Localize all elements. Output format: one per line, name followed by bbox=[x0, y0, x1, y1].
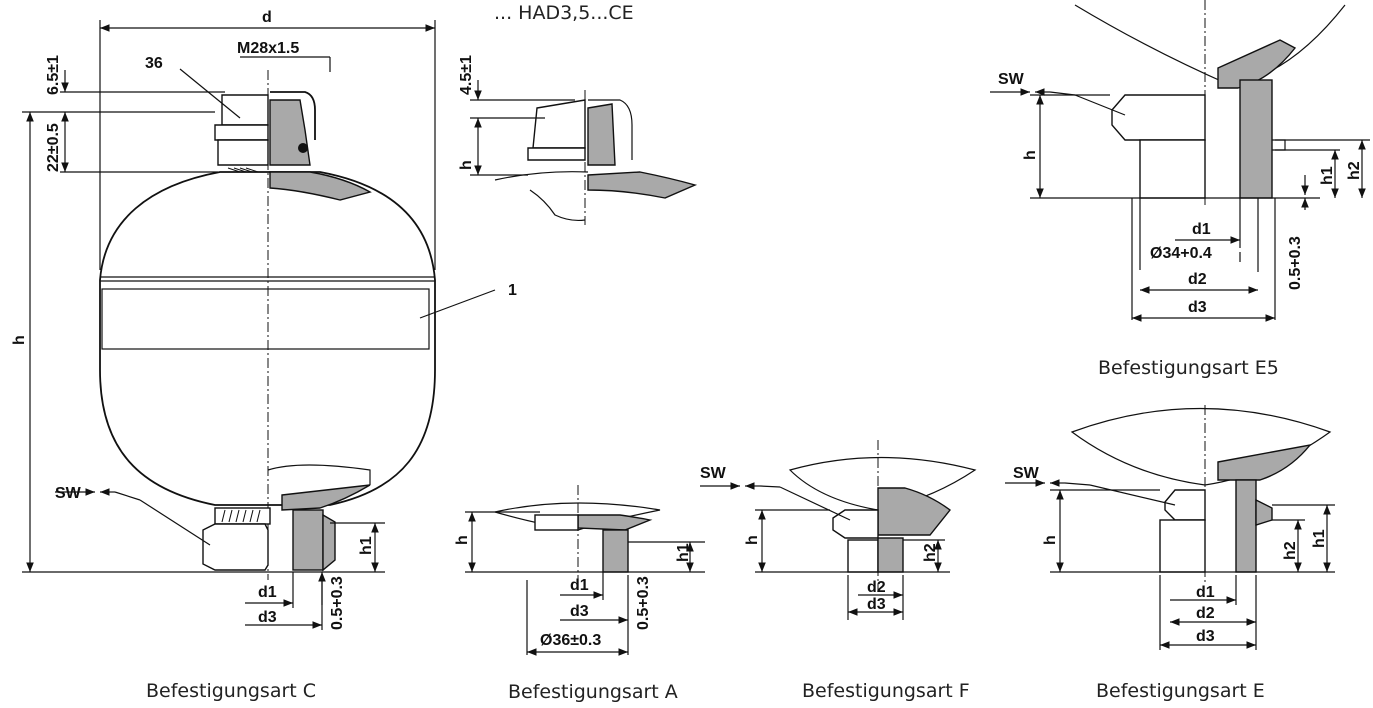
caption-e5: Befestigungsart E5 bbox=[1098, 357, 1279, 379]
detail-a bbox=[465, 485, 705, 656]
dim-d1-e: d1 bbox=[1196, 584, 1215, 601]
dim-d3-e5: d3 bbox=[1188, 299, 1207, 316]
dim-sw-f: SW bbox=[700, 465, 727, 482]
caption-e: Befestigungsart E bbox=[1096, 680, 1265, 702]
dim-d2-e: d2 bbox=[1196, 605, 1215, 622]
dim-thread: M28x1.5 bbox=[237, 40, 299, 57]
dim-t05-c: 0.5+0.3 bbox=[329, 576, 346, 630]
dim-t22: 22±0.5 bbox=[45, 123, 62, 172]
item-label: 1 bbox=[508, 282, 517, 299]
dim-size36: 36 bbox=[145, 55, 163, 72]
dim-d3-f: d3 bbox=[867, 596, 886, 613]
caption-a: Befestigungsart A bbox=[508, 681, 678, 703]
dim-h2-f: h2 bbox=[922, 543, 939, 562]
dim-t05-e5: 0.5+0.3 bbox=[1287, 236, 1304, 290]
dim-d1-e5: d1 bbox=[1192, 221, 1211, 238]
dim-d3-a: d3 bbox=[570, 603, 589, 620]
dim-h-c: h bbox=[11, 335, 28, 345]
header-title: ... HAD3,5...CE bbox=[494, 2, 634, 24]
dim-sw-e: SW bbox=[1013, 465, 1040, 482]
dim-h-f: h bbox=[744, 535, 761, 545]
caption-c: Befestigungsart C bbox=[146, 680, 316, 702]
dim-h-had: h bbox=[458, 160, 475, 170]
dim-h1-a: h1 bbox=[675, 543, 692, 562]
dim-t05-a: 0.5+0.3 bbox=[635, 576, 652, 630]
dim-dia36: Ø36±0.3 bbox=[540, 632, 601, 649]
detail-e5 bbox=[990, 0, 1370, 322]
label-plate bbox=[101, 288, 430, 350]
dim-t45: 4.5±1 bbox=[458, 55, 475, 95]
dim-dia34: Ø34+0.4 bbox=[1150, 245, 1212, 262]
dim-h-a: h bbox=[454, 535, 471, 545]
dim-d3-e: d3 bbox=[1196, 628, 1215, 645]
main-accumulator bbox=[22, 20, 496, 630]
dim-h-e: h bbox=[1042, 535, 1059, 545]
dim-d2-e5: d2 bbox=[1188, 271, 1207, 288]
dim-h2-e: h2 bbox=[1282, 541, 1299, 560]
dim-d: d bbox=[262, 9, 272, 26]
detail-f bbox=[700, 440, 977, 620]
dim-sw-e5: SW bbox=[998, 71, 1025, 88]
dim-d3-c: d3 bbox=[258, 609, 277, 626]
detail-had35 bbox=[470, 80, 698, 225]
dim-h1-c: h1 bbox=[358, 536, 375, 555]
caption-f: Befestigungsart F bbox=[802, 680, 970, 702]
dim-h2-e5: h2 bbox=[1346, 161, 1363, 180]
dim-h1-e: h1 bbox=[1311, 529, 1328, 548]
dim-h-e5: h bbox=[1022, 150, 1039, 160]
detail-e bbox=[1005, 405, 1335, 650]
dim-d1-c: d1 bbox=[258, 584, 277, 601]
dim-d1-a: d1 bbox=[570, 577, 589, 594]
dim-t65: 6.5±1 bbox=[45, 55, 62, 95]
dim-d2-f: d2 bbox=[867, 579, 886, 596]
dim-sw-c: SW bbox=[55, 485, 82, 502]
dim-h1-e5: h1 bbox=[1319, 166, 1336, 185]
